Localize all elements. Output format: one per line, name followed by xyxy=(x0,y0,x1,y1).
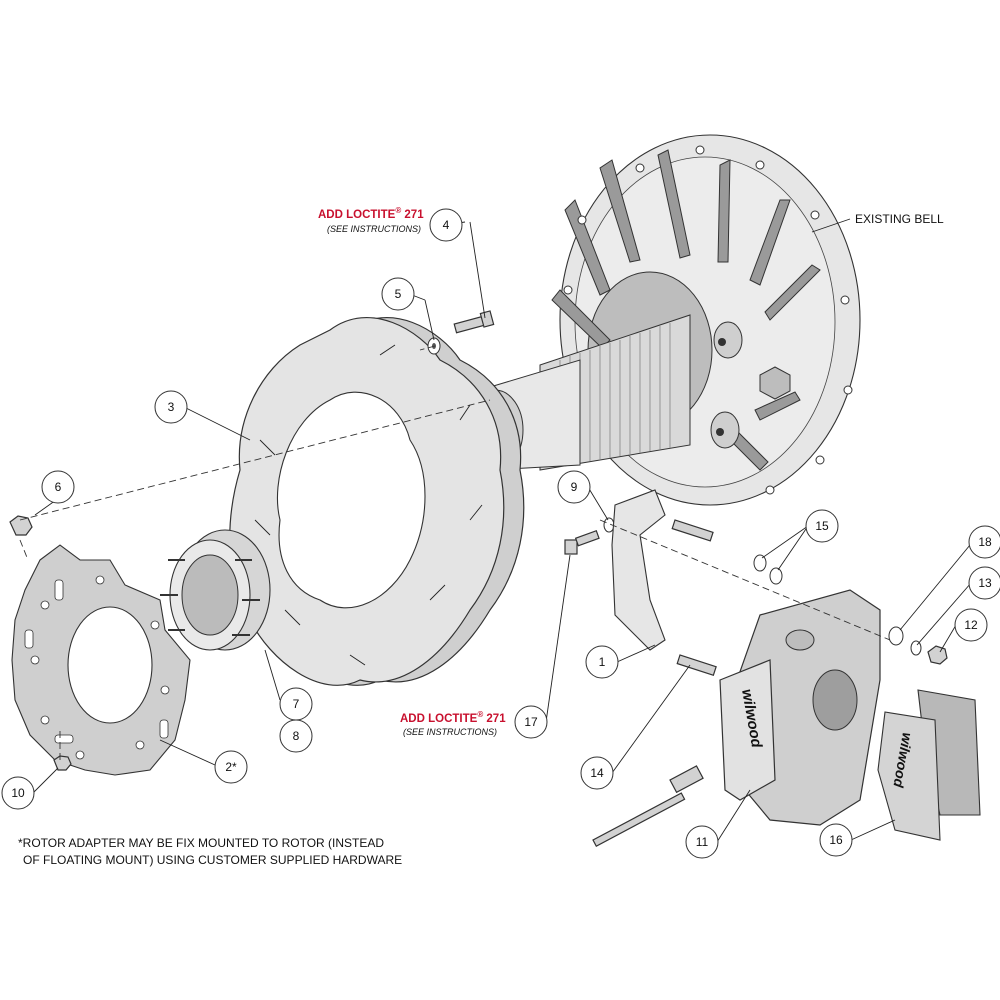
nut-10 xyxy=(53,755,72,771)
loctite-note-bottom: ADD LOCTITE® 271 (SEE INSTRUCTIONS) xyxy=(400,710,506,737)
rotor-hat-adapter xyxy=(160,529,271,651)
callout-1: 1 xyxy=(585,645,619,679)
washer-18 xyxy=(888,626,904,646)
washer-13 xyxy=(910,640,922,656)
callout-1-text: 1 xyxy=(599,655,606,669)
callout-14: 14 xyxy=(580,756,614,790)
loctite-top-main: ADD LOCTITE xyxy=(318,209,396,221)
loctite-top-reg: ® xyxy=(395,206,401,215)
callout-18-text: 18 xyxy=(978,535,992,549)
callout-12-text: 12 xyxy=(964,618,978,632)
caliper: wilwood xyxy=(719,589,881,826)
footnote-line-1: *ROTOR ADAPTER MAY BE FIX MOUNTED TO ROT… xyxy=(18,836,384,850)
callout-2-text: 2* xyxy=(225,760,237,774)
brake-pads: wilwood xyxy=(877,689,981,841)
caliper-bracket xyxy=(611,489,717,677)
callout-17: 17 xyxy=(514,705,548,739)
callout-6-text: 6 xyxy=(55,480,62,494)
callout-7-text: 7 xyxy=(293,697,300,711)
rotor xyxy=(229,317,525,686)
footnote: *ROTOR ADAPTER MAY BE FIX MOUNTED TO ROT… xyxy=(18,836,402,867)
svg-text:ADD LOCTITE® 271: ADD LOCTITE® 271 xyxy=(318,206,424,221)
callout-11: 11 xyxy=(685,825,719,859)
loctite-bot-num: 271 xyxy=(483,713,506,725)
loctite-bot-main: ADD LOCTITE xyxy=(400,713,478,725)
footnote-line-2: OF FLOATING MOUNT) USING CUSTOMER SUPPLI… xyxy=(23,853,402,867)
callout-4-text: 4 xyxy=(443,218,450,232)
washers-15 xyxy=(753,554,783,585)
callout-13: 13 xyxy=(968,566,1000,600)
callout-6: 6 xyxy=(41,470,75,504)
loctite-top-num: 271 xyxy=(401,209,424,221)
callout-8-text: 8 xyxy=(293,729,300,743)
callout-12: 12 xyxy=(954,608,988,642)
svg-text:ADD LOCTITE® 271: ADD LOCTITE® 271 xyxy=(400,710,506,725)
callout-16: 16 xyxy=(819,823,853,857)
existing-bell-label: EXISTING BELL xyxy=(855,212,944,226)
loctite-bot-sub: (SEE INSTRUCTIONS) xyxy=(403,727,497,737)
callout-11-text: 11 xyxy=(696,835,709,849)
caliper-pin xyxy=(592,765,704,847)
callout-18: 18 xyxy=(968,525,1000,559)
callout-5: 5 xyxy=(381,277,415,311)
loctite-bot-reg: ® xyxy=(477,710,483,719)
callout-14-text: 14 xyxy=(590,766,604,780)
callout-9: 9 xyxy=(557,470,591,504)
callout-3: 3 xyxy=(154,390,188,424)
callout-2: 2* xyxy=(214,750,248,784)
callout-7: 7 xyxy=(279,687,313,721)
callout-9-text: 9 xyxy=(571,480,578,494)
callout-15-text: 15 xyxy=(815,519,829,533)
callout-8: 8 xyxy=(279,719,313,753)
bolt-4 xyxy=(453,310,495,334)
bolt-17 xyxy=(564,529,600,555)
callout-10: 10 xyxy=(1,776,35,810)
loctite-top-sub: (SEE INSTRUCTIONS) xyxy=(327,224,421,234)
callout-16-text: 16 xyxy=(829,833,843,847)
callout-15: 15 xyxy=(805,509,839,543)
assembly-lines xyxy=(19,345,891,760)
loctite-note-top: ADD LOCTITE® 271 (SEE INSTRUCTIONS) xyxy=(318,206,424,234)
nut-12 xyxy=(927,645,948,665)
callout-17-text: 17 xyxy=(524,715,538,729)
callout-3-text: 3 xyxy=(168,400,175,414)
callout-4: 4 xyxy=(429,208,463,242)
nut-6 xyxy=(9,515,33,536)
rotor-adapter xyxy=(11,544,191,776)
callout-10-text: 10 xyxy=(11,786,25,800)
callout-13-text: 13 xyxy=(978,576,992,590)
callout-5-text: 5 xyxy=(395,287,402,301)
